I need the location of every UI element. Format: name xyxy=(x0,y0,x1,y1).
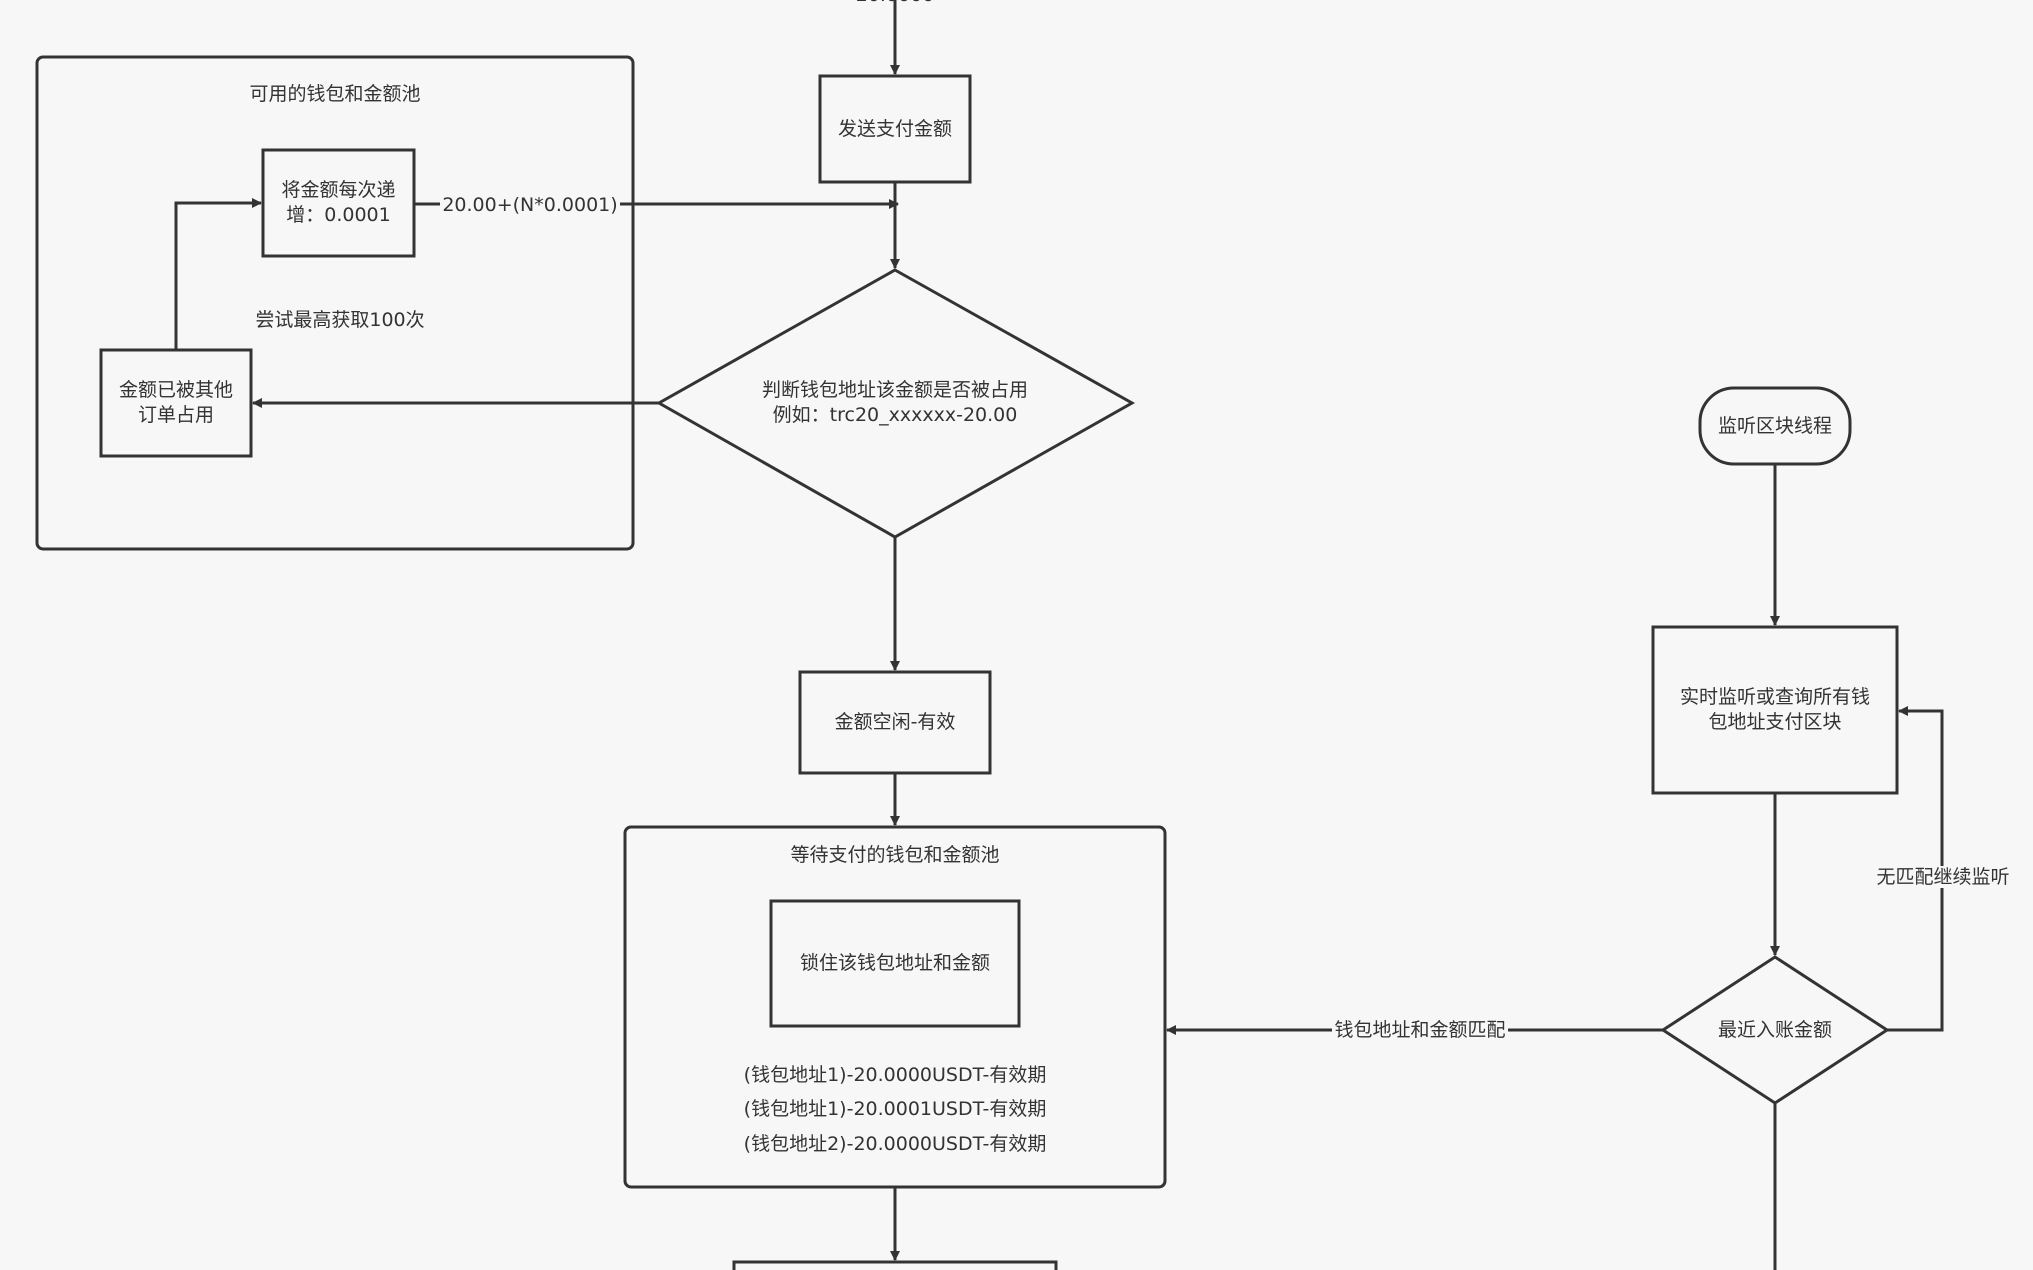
no-match-label: 无匹配继续监听 xyxy=(1868,865,2018,890)
monitor-line-2: 包地址支付区块 xyxy=(1708,711,1842,733)
no-match-text: 无匹配继续监听 xyxy=(1874,866,2012,888)
lock-label: 锁住该钱包地址和金额 xyxy=(771,901,1019,1026)
edge-occupied-to-increment xyxy=(174,198,262,350)
amount-free-label: 金额空闲-有效 xyxy=(800,672,990,773)
amount-free-text: 金额空闲-有效 xyxy=(834,711,956,733)
pool-entry-2: (钱包地址1)-20.0001USDT-有效期 xyxy=(743,1098,1047,1120)
pool-entry-1: (钱包地址1)-20.0000USDT-有效期 xyxy=(743,1064,1047,1086)
pool-entry-3: (钱包地址2)-20.0000USDT-有效期 xyxy=(743,1133,1047,1155)
top-node-label: 20.0000 xyxy=(845,0,945,8)
occupied-line-1: 金额已被其他 xyxy=(118,379,233,401)
occupied-decision-label: 判断钱包地址该金额是否被占用 例如：trc20_xxxxxx-20.00 xyxy=(700,370,1090,436)
send-amount-label: 发送支付金额 xyxy=(820,76,970,182)
monitor-thread-text: 监听区块线程 xyxy=(1717,414,1832,437)
available-pool-title: 可用的钱包和金额池 xyxy=(249,83,421,105)
increment-line-1: 将金额每次递 xyxy=(281,179,396,201)
match-label: 钱包地址和金额匹配 xyxy=(1320,1018,1520,1043)
lock-node xyxy=(769,899,1021,1028)
bottom-node-partial xyxy=(732,1260,1058,1270)
occupied-decision-line-2: 例如：trc20_xxxxxx-20.00 xyxy=(772,404,1018,426)
monitor-thread-label: 监听区块线程 xyxy=(1700,388,1850,464)
occupied-label: 金额已被其他 订单占用 xyxy=(101,350,251,456)
match-text: 钱包地址和金额匹配 xyxy=(1332,1019,1508,1041)
increment-line-2: 增：0.0001 xyxy=(286,204,391,226)
monitor-label: 实时监听或查询所有钱 包地址支付区块 xyxy=(1653,627,1897,793)
monitor-line-1: 实时监听或查询所有钱 xyxy=(1679,686,1870,708)
increment-edge-text: 20.00+(N*0.0001) xyxy=(440,194,620,216)
send-amount-text: 发送支付金额 xyxy=(837,117,952,140)
occupied-line-2: 订单占用 xyxy=(137,404,214,426)
recent-amount-label: 最近入账金额 xyxy=(1663,1000,1887,1060)
increment-edge-label: 20.00+(N*0.0001) xyxy=(440,193,620,218)
waiting-pool-title: 等待支付的钱包和金额池 xyxy=(790,844,1000,866)
recent-amount-text: 最近入账金额 xyxy=(1717,1018,1832,1041)
available-pool-container xyxy=(35,55,635,551)
occupied-decision-line-1: 判断钱包地址该金额是否被占用 xyxy=(761,379,1028,401)
lock-text: 锁住该钱包地址和金额 xyxy=(799,952,990,974)
retry-label: 尝试最高获取100次 xyxy=(255,309,425,331)
increment-label: 将金额每次递 增：0.0001 xyxy=(263,150,414,256)
